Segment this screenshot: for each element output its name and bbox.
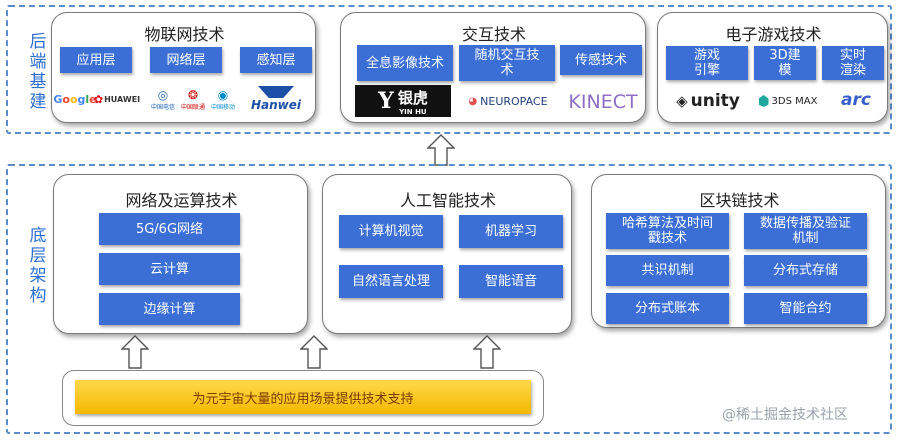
gaming-item-3d-modeling: 3D建模 bbox=[754, 46, 816, 80]
blockchain-item-distributed-storage: 分布式存储 bbox=[744, 255, 867, 286]
blockchain-item-hash-timestamp: 哈希算法及时间戳技术 bbox=[606, 213, 729, 249]
arrow-up-to-network-left bbox=[121, 335, 149, 369]
arc-logo: arc bbox=[841, 90, 871, 110]
china-unicom-logo: ❂中国联通 bbox=[180, 87, 205, 111]
3ds-max-logo: 3DS MAX bbox=[752, 89, 824, 113]
iot-layer-network: 网络层 bbox=[150, 47, 222, 73]
interaction-item-random: 随机交互技术 bbox=[459, 45, 555, 81]
watermark: @稀土掘金技术社区 bbox=[722, 407, 848, 423]
china-telecom-logo: ◎中国电信 bbox=[150, 87, 175, 111]
blockchain-item-consensus: 共识机制 bbox=[606, 255, 729, 286]
network-panel: 网络及运算技术 5G/6G网络 云计算 边缘计算 bbox=[53, 174, 308, 334]
huawei-logo: ✿HUAWEI bbox=[93, 92, 141, 106]
arrow-up-to-backend bbox=[427, 134, 455, 166]
network-item-5g6g: 5G/6G网络 bbox=[99, 213, 240, 245]
kinect-logo: KINECT bbox=[568, 91, 638, 113]
china-mobile-logo: ◉中国移动 bbox=[210, 87, 235, 111]
network-title: 网络及运算技术 bbox=[125, 191, 238, 210]
iot-layer-application: 应用层 bbox=[60, 47, 132, 73]
iot-title: 物联网技术 bbox=[144, 25, 225, 44]
foundation-frame bbox=[6, 164, 892, 434]
gaming-title: 电子游戏技术 bbox=[725, 25, 822, 44]
blockchain-item-data-propagation: 数据传播及验证机制 bbox=[744, 213, 867, 249]
interaction-item-holographic: 全息影像技术 bbox=[357, 45, 453, 81]
unity-logo: ◈unity bbox=[676, 91, 740, 111]
ai-item-speech: 智能语音 bbox=[459, 265, 563, 298]
ai-item-computer-vision: 计算机视觉 bbox=[339, 215, 443, 248]
interaction-item-sensing: 传感技术 bbox=[560, 45, 642, 75]
yinhu-logo: Y 银虎 YIN HU bbox=[355, 85, 451, 117]
backend-frame bbox=[6, 5, 892, 134]
ai-item-nlp: 自然语言处理 bbox=[339, 265, 443, 298]
blockchain-item-smart-contract: 智能合约 bbox=[744, 293, 867, 324]
gaming-item-realtime-render: 实时渲染 bbox=[822, 46, 884, 80]
interaction-title: 交互技术 bbox=[461, 25, 526, 44]
ai-item-machine-learning: 机器学习 bbox=[459, 215, 563, 248]
hanwei-logo: Hanwei bbox=[240, 83, 312, 115]
gaming-panel: 电子游戏技术 游戏引擎 3D建模 实时渲染 ◈unity 3DS MAX arc bbox=[657, 12, 888, 123]
backend-side-label: 后端基建 bbox=[29, 32, 47, 112]
blockchain-item-distributed-ledger: 分布式账本 bbox=[606, 293, 729, 324]
neuropace-logo: ◕NEUROPACE bbox=[468, 94, 548, 108]
ai-panel: 人工智能技术 计算机视觉 机器学习 自然语言处理 智能语音 bbox=[322, 174, 572, 334]
gaming-item-engine: 游戏引擎 bbox=[666, 46, 748, 80]
network-item-cloud: 云计算 bbox=[99, 253, 240, 285]
blockchain-title: 区块链技术 bbox=[699, 191, 780, 210]
ai-title: 人工智能技术 bbox=[399, 191, 496, 210]
network-item-edge: 边缘计算 bbox=[99, 293, 240, 325]
foundation-side-label: 底层架构 bbox=[29, 226, 47, 306]
iot-layer-perception: 感知层 bbox=[240, 47, 312, 73]
interaction-panel: 交互技术 全息影像技术 随机交互技术 传感技术 Y 银虎 YIN HU ◕NEU… bbox=[340, 12, 646, 123]
support-bar: 为元宇宙大量的应用场景提供技术支持 bbox=[75, 380, 531, 414]
arrow-up-to-network-right bbox=[300, 335, 328, 369]
arrow-up-to-ai bbox=[473, 335, 501, 369]
blockchain-panel: 区块链技术 哈希算法及时间戳技术 数据传播及验证机制 共识机制 分布式存储 分布… bbox=[591, 174, 886, 328]
